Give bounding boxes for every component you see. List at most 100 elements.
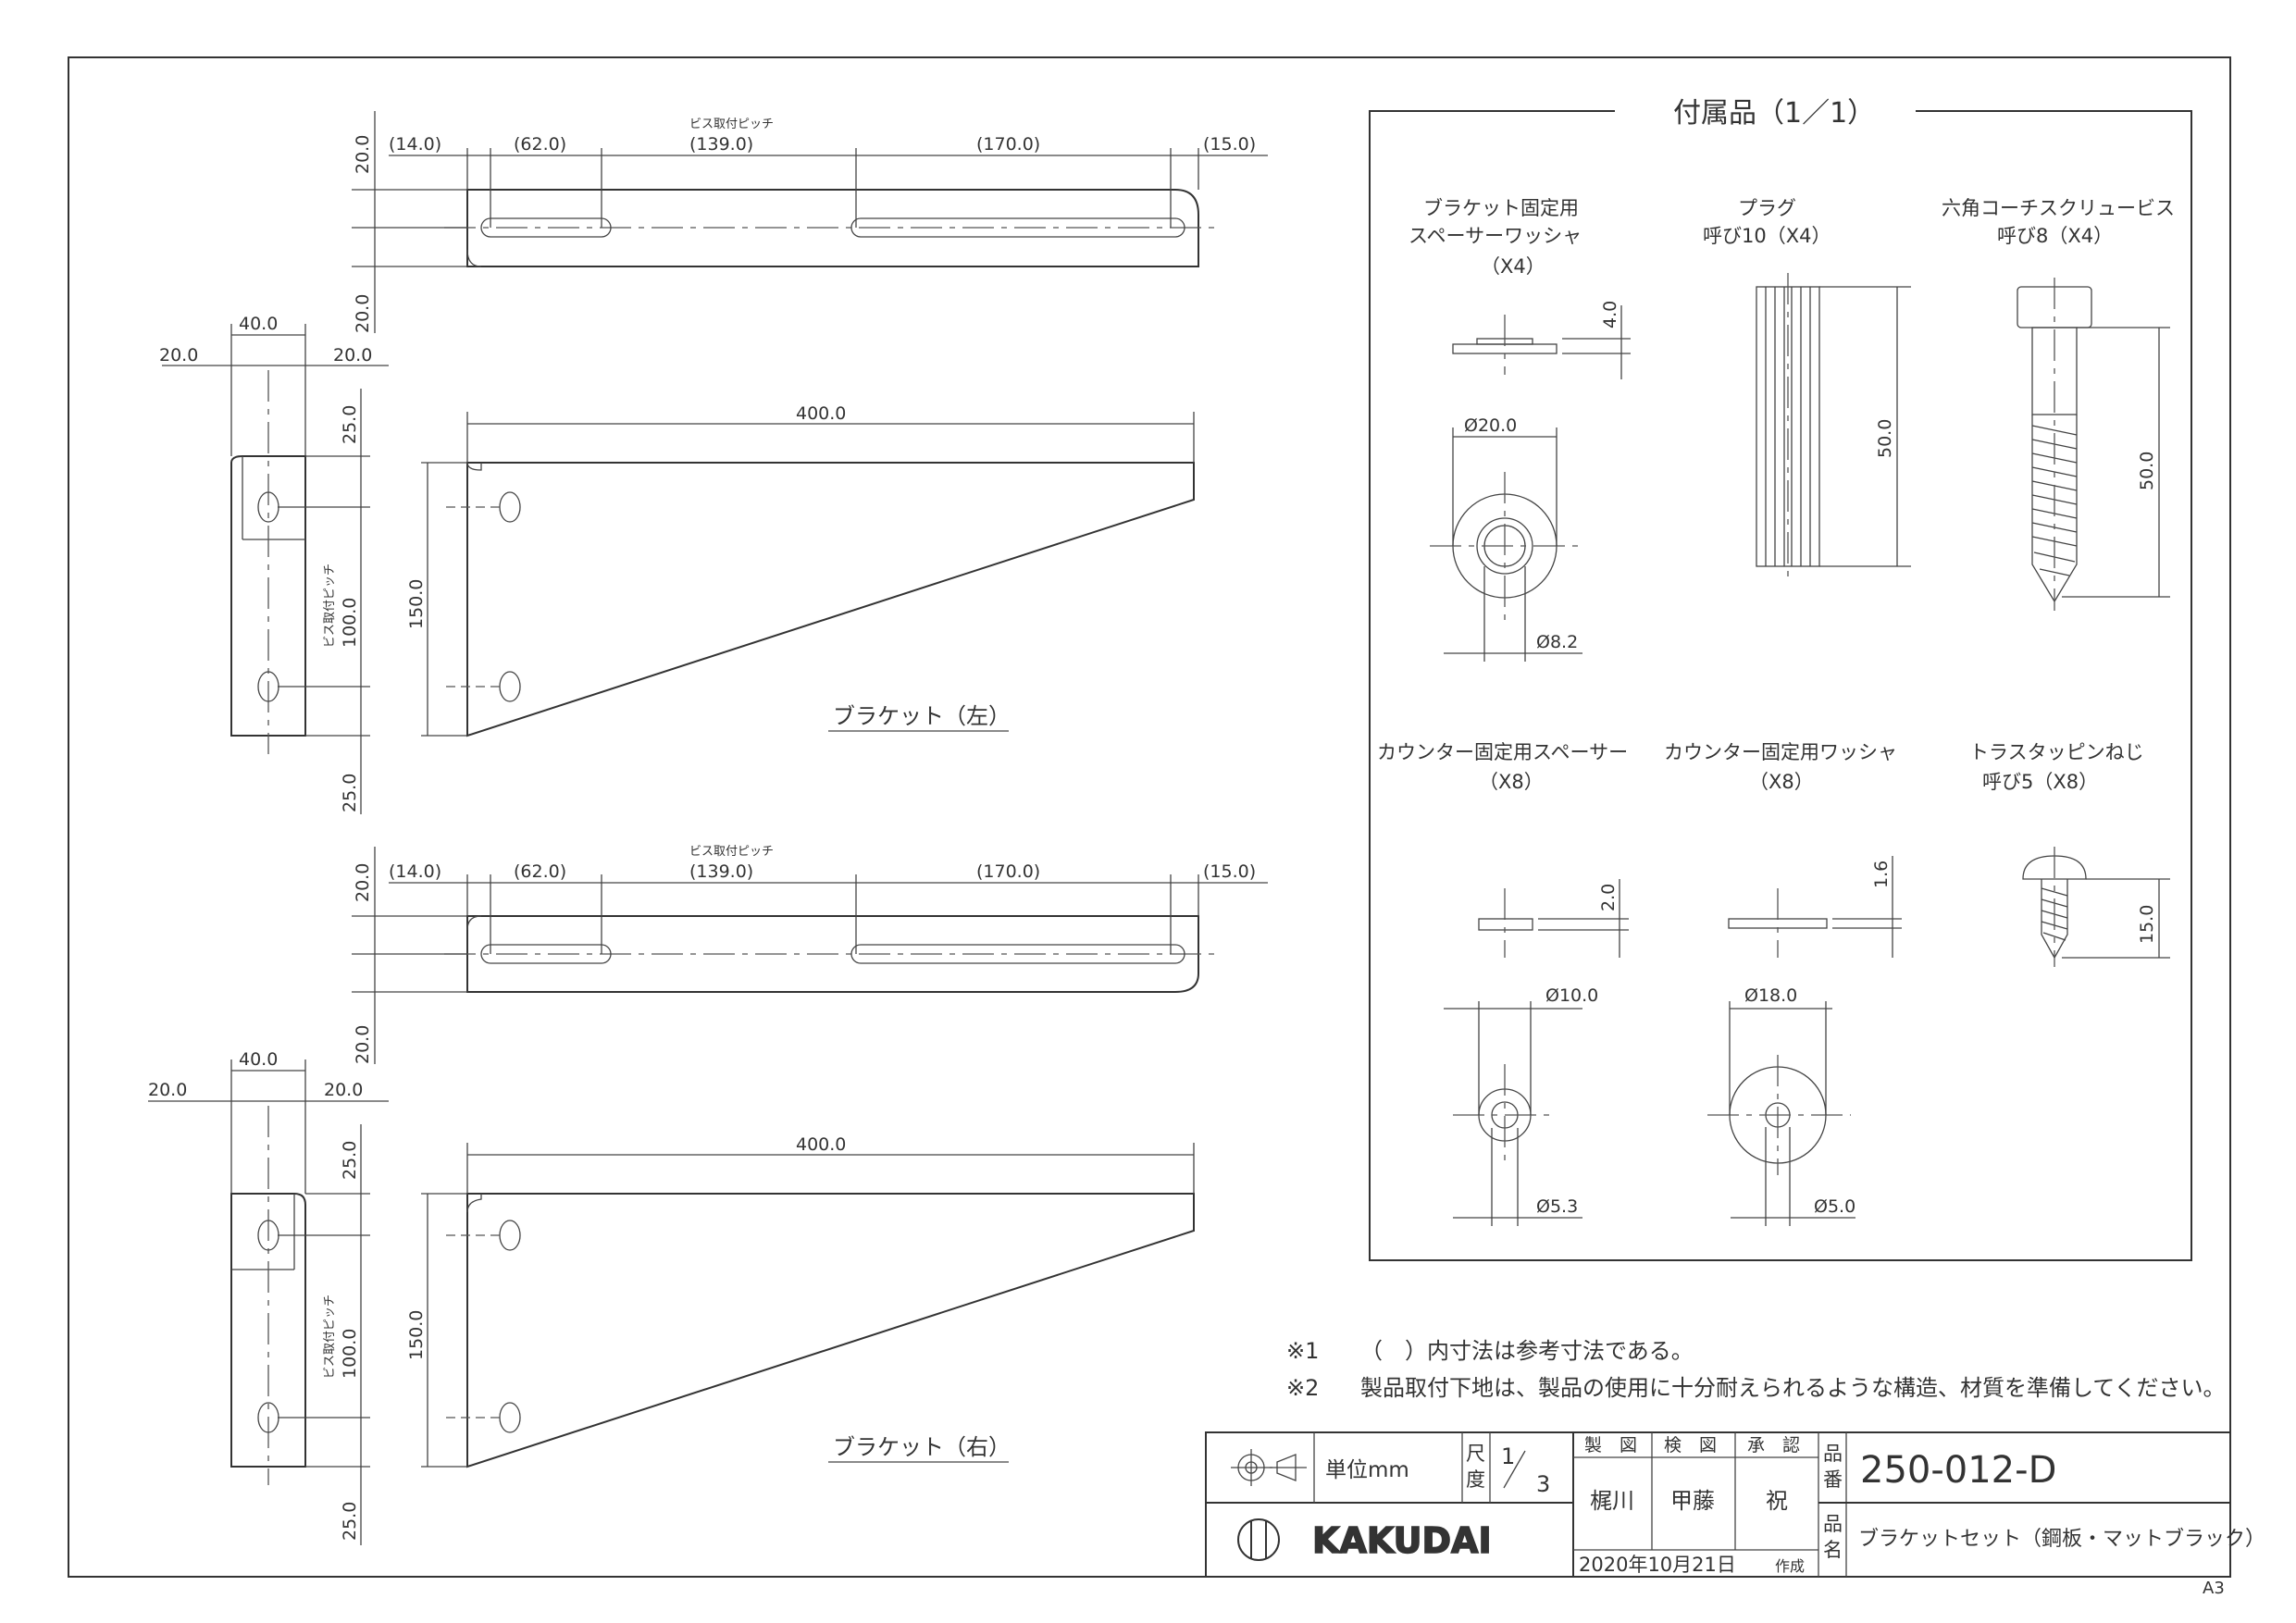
acc5-dim-thickness: 1.6 — [1871, 861, 1892, 888]
acc1-name-line3: （X4） — [1481, 255, 1545, 278]
part-name-label-1: 品 — [1823, 1513, 1843, 1535]
acc1-dim-outer: Ø20.0 — [1464, 415, 1517, 436]
bracket-right-front-view — [421, 1143, 1195, 1468]
acc2-name-line2: 呼び10（X4） — [1703, 225, 1831, 247]
scale-numerator: 1 — [1501, 1443, 1515, 1469]
dim-40-side-left: 40.0 — [239, 314, 278, 334]
dim-20b-bottom: 20.0 — [353, 1025, 373, 1064]
acc4-dim-thickness: 2.0 — [1598, 884, 1619, 911]
dim-62-top: (62.0) — [514, 134, 566, 155]
acc4-dim-inner: Ø5.3 — [1536, 1196, 1578, 1217]
bracket-left-front-view — [421, 412, 1195, 737]
acc5-name-line1: カウンター固定用ワッシャ — [1664, 741, 1897, 763]
dim-14-top: (14.0) — [389, 134, 441, 155]
brand-name: KAKUDAI — [1312, 1520, 1492, 1561]
scale-label-2: 度 — [1466, 1468, 1485, 1491]
pitch-label-side-r: ビス取付ピッチ — [323, 1295, 337, 1379]
dim-25b-side-l: 25.0 — [340, 774, 360, 812]
acc3-dim-length: 50.0 — [2137, 452, 2157, 490]
pitch-label-side-l: ビス取付ピッチ — [323, 564, 337, 648]
dim-139-bottom: (139.0) — [689, 861, 753, 882]
creation-date: 2020年10月21日 — [1579, 1554, 1736, 1576]
sheet-size: A3 — [2203, 1579, 2225, 1598]
acc2-dim-length: 50.0 — [1875, 419, 1895, 458]
dim-150-left: 150.0 — [406, 579, 427, 629]
bracket-right-top-view — [352, 847, 1268, 1064]
acc3-name-line2: 呼び8（X4） — [1997, 225, 2113, 247]
dim-20-left-side-r: 20.0 — [148, 1080, 187, 1100]
dim-20-right-side-l: 20.0 — [333, 345, 372, 365]
unit-label: 単位mm — [1325, 1458, 1409, 1482]
acc4-name-line1: カウンター固定用スペーサー — [1377, 741, 1628, 763]
dim-15-top: (15.0) — [1203, 134, 1256, 155]
dim-400-left: 400.0 — [796, 403, 846, 424]
pitch-label-bottom: ビス取付ピッチ — [689, 845, 774, 859]
projection-symbol-icon — [1231, 1449, 1307, 1486]
bracket-right-side-view — [148, 1059, 389, 1545]
acc1-dim-inner: Ø8.2 — [1536, 632, 1578, 652]
dim-20a-bottom: 20.0 — [353, 863, 373, 902]
acc6-name-line2: 呼び5（X8） — [1982, 771, 2098, 793]
note-2-mark: ※2 — [1286, 1375, 1319, 1401]
acc1-name-line1: ブラケット固定用 — [1423, 197, 1579, 219]
part-name: ブラケットセット（鋼板・マットブラック） — [1858, 1528, 2265, 1551]
dim-150-right: 150.0 — [406, 1310, 427, 1360]
dim-400-right: 400.0 — [796, 1134, 846, 1155]
dim-20a-top: 20.0 — [353, 135, 373, 174]
dim-40-side-right: 40.0 — [239, 1049, 278, 1070]
approved-label: 承 認 — [1747, 1435, 1800, 1456]
accessories-panel — [1369, 110, 2192, 1261]
dim-20b-top: 20.0 — [353, 294, 373, 333]
part-number: 250-012-D — [1860, 1449, 2056, 1492]
dim-25a-side-l: 25.0 — [340, 405, 360, 444]
spacer-washer-drawing — [1430, 305, 1631, 662]
part-no-label-2: 番 — [1823, 1468, 1843, 1491]
part-name-label-2: 名 — [1823, 1539, 1843, 1561]
dim-100-side-l: 100.0 — [340, 598, 360, 648]
acc5-dim-inner: Ø5.0 — [1814, 1196, 1855, 1217]
dim-20-left-side-l: 20.0 — [159, 345, 198, 365]
checked-label: 検 図 — [1664, 1435, 1717, 1456]
drawn-label: 製 図 — [1584, 1435, 1637, 1456]
dim-139-top: (139.0) — [689, 134, 753, 155]
dim-25b-side-r: 25.0 — [340, 1502, 360, 1541]
dim-100-side-r: 100.0 — [340, 1329, 360, 1379]
caption-bracket-left: ブラケット（左） — [833, 703, 1011, 729]
dim-20-right-side-r: 20.0 — [324, 1080, 363, 1100]
acc5-dim-outer: Ø18.0 — [1744, 985, 1797, 1006]
bracket-left-top-view — [352, 111, 1268, 333]
part-no-label-1: 品 — [1823, 1443, 1843, 1465]
dim-15-bottom: (15.0) — [1203, 861, 1256, 882]
scale-denominator: 3 — [1536, 1471, 1550, 1497]
made-label: 作成 — [1775, 1557, 1805, 1575]
counter-washer-drawing — [1707, 856, 1902, 1226]
pitch-label-top: ビス取付ピッチ — [689, 118, 774, 131]
acc4-dim-outer: Ø10.0 — [1545, 985, 1598, 1006]
dim-170-top: (170.0) — [976, 134, 1040, 155]
acc3-name-line1: 六角コーチスクリュービス — [1942, 197, 2175, 219]
checked-by: 甲藤 — [1670, 1488, 1715, 1514]
acc6-dim-length: 15.0 — [2137, 905, 2157, 944]
scale-label-1: 尺 — [1466, 1443, 1485, 1465]
acc1-name-line2: スペーサーワッシャ — [1409, 225, 1582, 247]
approved-by: 祝 — [1766, 1488, 1788, 1514]
truss-screw-drawing — [2022, 847, 2170, 967]
kakudai-logo-icon — [1237, 1518, 1280, 1561]
acc6-name-line1: トラスタッピンねじ — [1969, 741, 2144, 763]
note-1-mark: ※1 — [1286, 1338, 1319, 1364]
bracket-left-side-view — [162, 324, 389, 814]
counter-spacer-drawing — [1444, 879, 1629, 1226]
title-block — [1205, 1431, 2231, 1578]
dim-62-bottom: (62.0) — [514, 861, 566, 882]
note-1-text: （ ）内寸法は参考寸法である。 — [1360, 1338, 1694, 1364]
accessories-title: 付属品（1／1） — [1673, 97, 1875, 130]
drawn-by: 梶川 — [1590, 1488, 1634, 1514]
sheet-border — [68, 56, 2231, 1578]
acc5-name-line2: （X8） — [1749, 771, 1814, 793]
caption-bracket-right: ブラケット（右） — [833, 1434, 1011, 1460]
coach-screw-drawing — [2017, 278, 2170, 611]
dim-25a-side-r: 25.0 — [340, 1141, 360, 1180]
acc4-name-line2: （X8） — [1479, 771, 1544, 793]
plug-drawing — [1756, 273, 1911, 583]
